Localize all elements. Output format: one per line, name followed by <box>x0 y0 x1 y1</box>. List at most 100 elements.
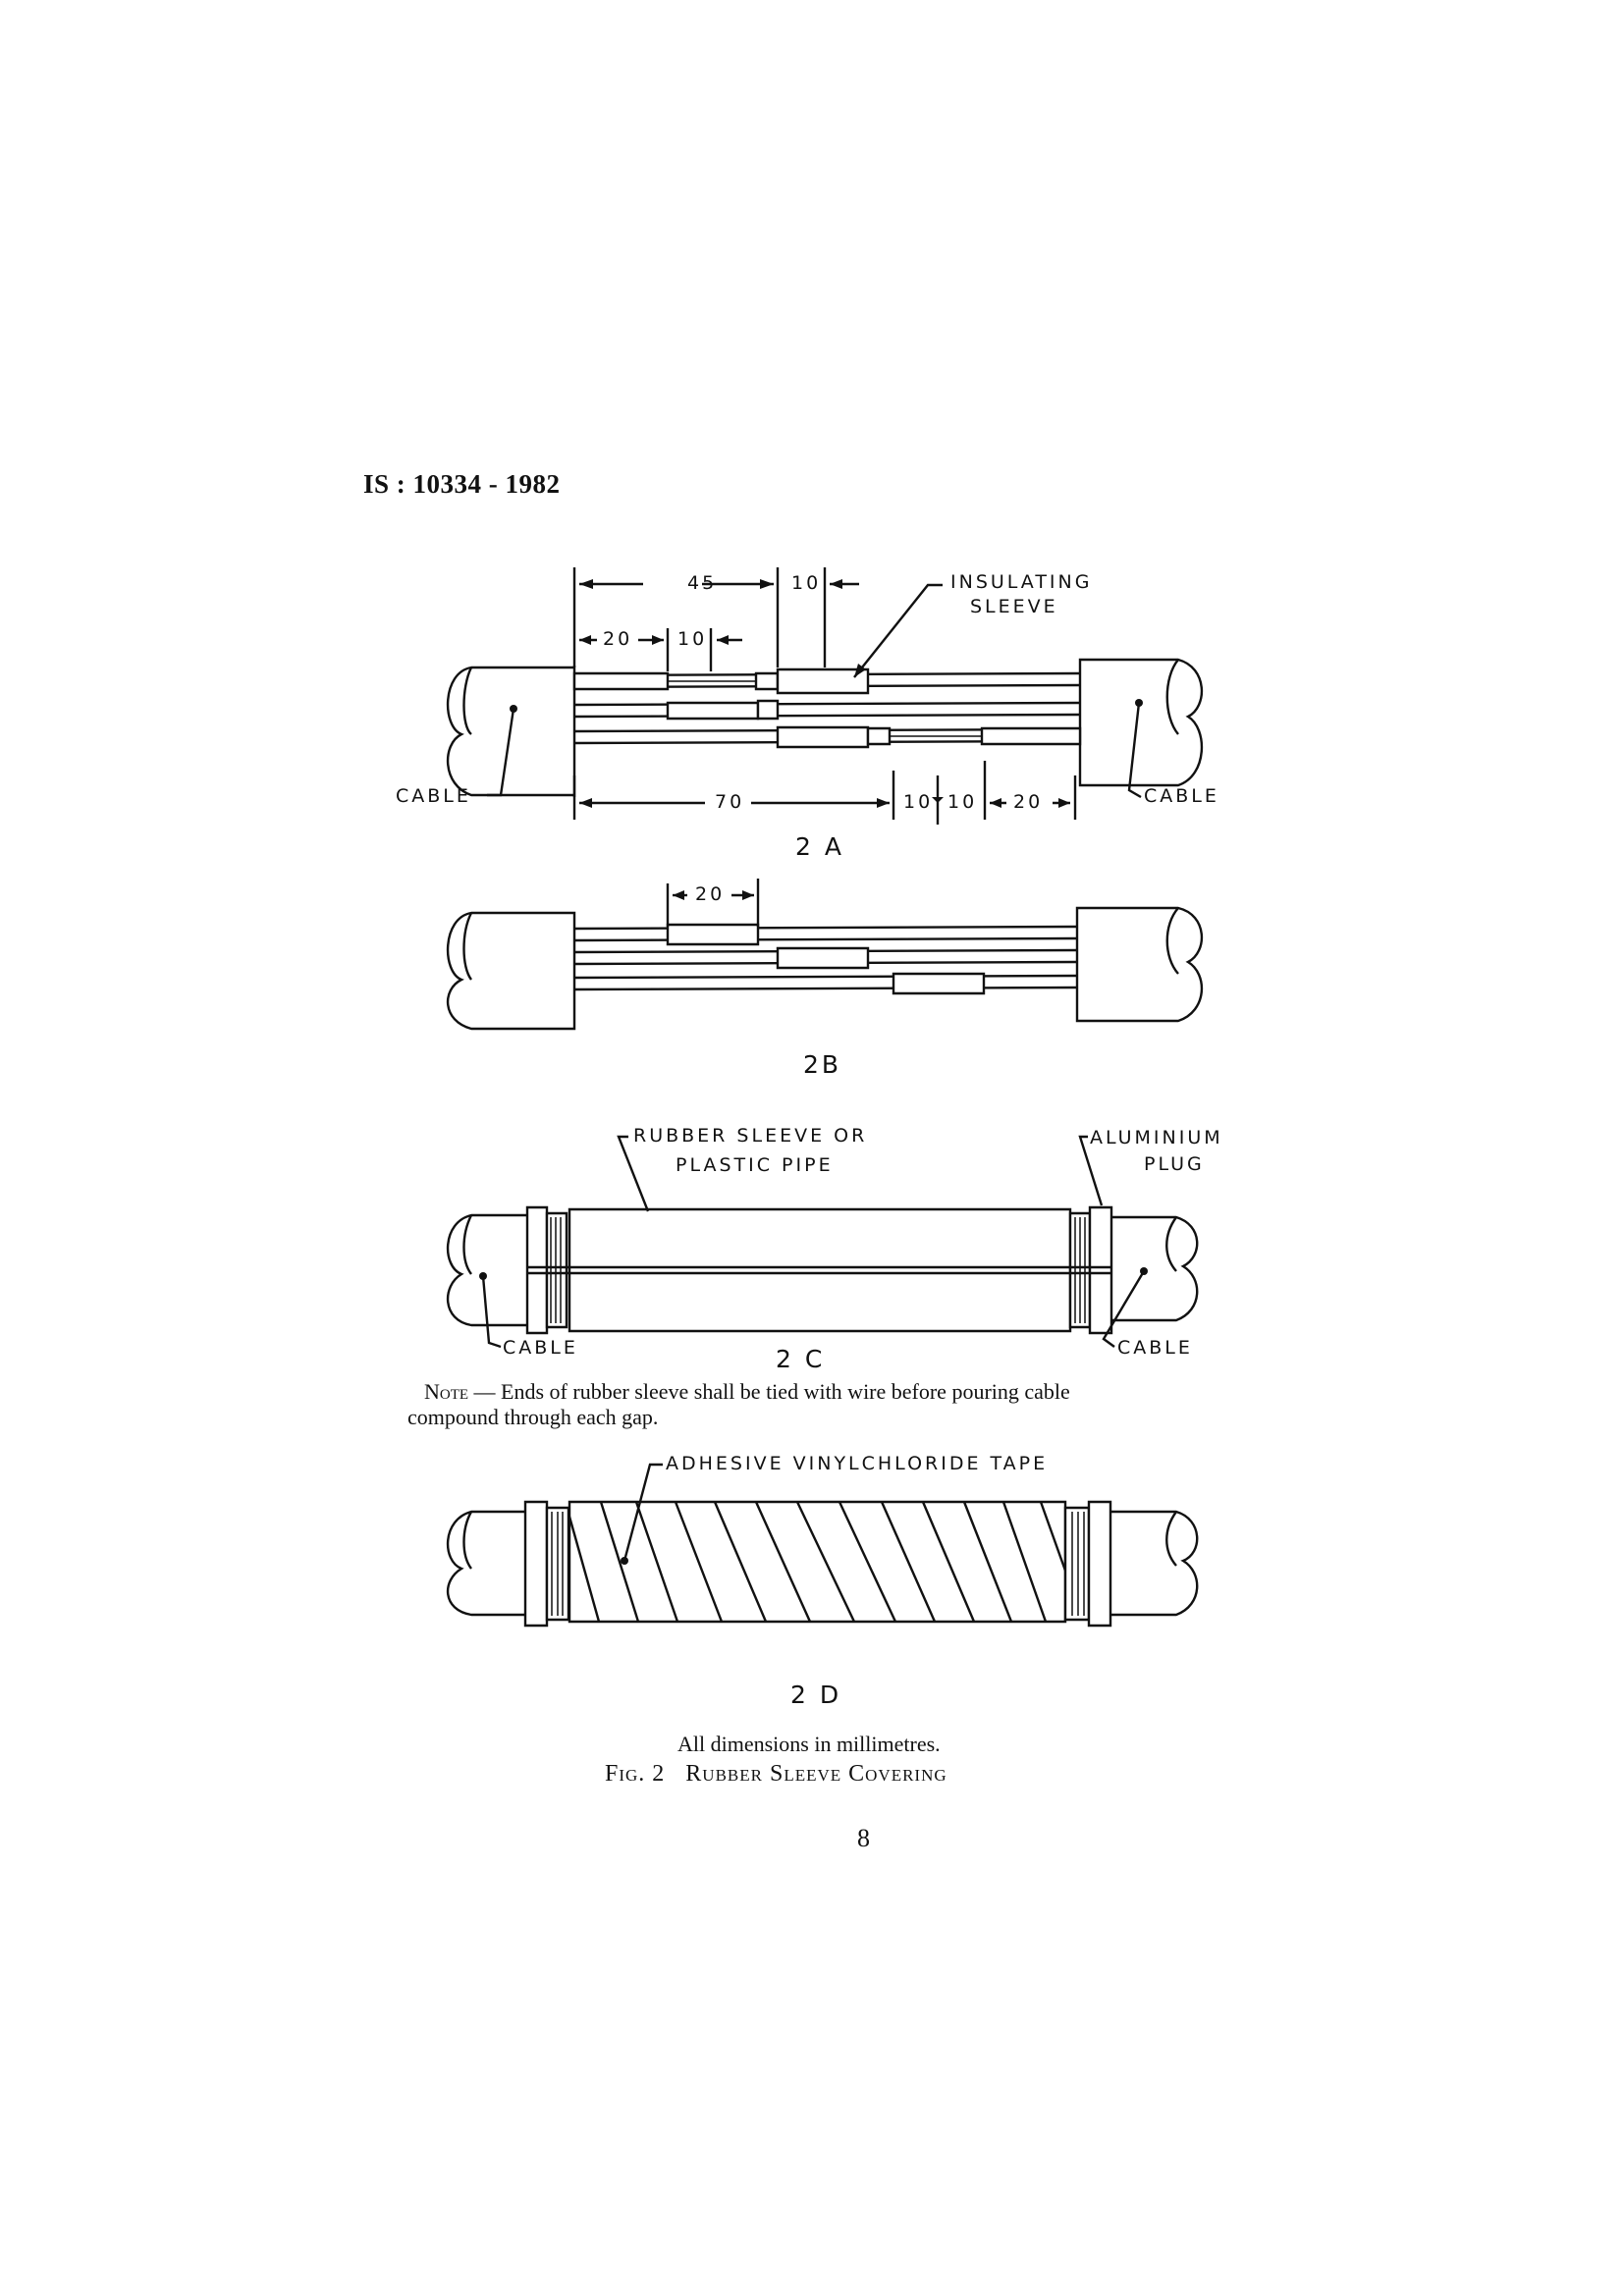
dim-label-10d: 10 <box>947 791 978 813</box>
dim-label-2b-20: 20 <box>695 883 726 905</box>
cable-left-2c-leader <box>483 1276 501 1347</box>
aluminium-plug-leader <box>1080 1137 1102 1205</box>
fig-2c-drawing <box>448 1137 1197 1347</box>
arrow <box>579 798 592 808</box>
wire-2-ferrule <box>758 701 778 719</box>
wire-1-ferrule <box>756 673 778 689</box>
dimensions-note: All dimensions in millimetres. <box>677 1732 941 1756</box>
plug-right-outer <box>1090 1207 1111 1333</box>
document-code: IS : 10334 - 1982 <box>363 469 561 499</box>
sleeve-2b-2 <box>778 948 868 968</box>
cable-left-label: CABLE <box>396 785 471 807</box>
cable-left-2c-label: CABLE <box>503 1337 578 1359</box>
insulating-sleeve-1 <box>778 669 868 693</box>
cable-left-2c <box>448 1215 527 1325</box>
page-number: 8 <box>857 1824 870 1852</box>
fig-2b-caption: 2B <box>803 1050 842 1079</box>
wire-2-insulation <box>668 703 758 719</box>
sleeve-2b-3 <box>893 974 984 993</box>
dim-label-10b: 10 <box>677 628 708 650</box>
wire-2b-1b <box>574 938 1077 940</box>
insulating-sleeve-3 <box>778 727 868 747</box>
aluminium-plug-label-2: PLUG <box>1144 1153 1205 1175</box>
cable-right-break-2b <box>1167 908 1178 974</box>
taped-sleeve <box>569 1502 1065 1622</box>
fig-2a-caption: 2 A <box>795 832 844 861</box>
cable-right-break-2c <box>1166 1217 1176 1271</box>
plug-left-outer <box>527 1207 547 1333</box>
tape-spiral <box>569 1502 1065 1622</box>
cable-right-2c-leader <box>1104 1271 1144 1347</box>
tape-label: ADHESIVE VINYLCHLORIDE TAPE <box>666 1453 1049 1474</box>
note-label: Note <box>424 1379 469 1404</box>
dim-label-10a: 10 <box>791 572 822 594</box>
cable-right-2c <box>1111 1217 1197 1320</box>
plug-right-2d <box>1089 1502 1110 1626</box>
arrow <box>760 579 774 589</box>
arrow <box>717 635 729 645</box>
cable-left-break-2d <box>464 1512 472 1569</box>
fig-2d-drawing <box>448 1465 1197 1626</box>
cable-right-label: CABLE <box>1144 785 1219 807</box>
cable-left-leader <box>487 709 514 795</box>
plug-left-inner <box>547 1213 567 1327</box>
arrow <box>877 798 890 808</box>
aluminium-plug-label-1: ALUMINIUM <box>1090 1127 1223 1148</box>
figure-caption: Fig. 2 Rubber Sleeve Covering <box>605 1761 947 1788</box>
cable-left-body <box>448 667 574 795</box>
dim-label-20b: 20 <box>1013 791 1044 813</box>
insulating-sleeve-label-2: SLEEVE <box>970 596 1058 617</box>
note-text-1: — Ends of rubber sleeve shall be tied wi… <box>473 1379 1070 1404</box>
note-line-2: compound through each gap. <box>407 1405 659 1429</box>
wire-2b-3a <box>574 976 1077 978</box>
figure-title: Rubber Sleeve Covering <box>685 1761 947 1787</box>
dim-label-45: 45 <box>687 572 718 594</box>
cable-right-2c-label: CABLE <box>1117 1337 1193 1359</box>
arrow <box>932 797 944 803</box>
figure-number: Fig. 2 <box>605 1761 666 1787</box>
note-line-1: Note — Ends of rubber sleeve shall be ti… <box>424 1379 1070 1405</box>
plug-left-2d <box>525 1502 547 1626</box>
dim-label-20: 20 <box>603 628 633 650</box>
arrow <box>579 579 593 589</box>
arrow <box>830 579 842 589</box>
rubber-sleeve-label-2: PLASTIC PIPE <box>676 1154 834 1176</box>
rubber-sleeve <box>569 1209 1070 1331</box>
cable-right-leader <box>1129 703 1141 797</box>
arrow <box>990 798 1001 808</box>
wire-2-bot <box>574 715 1080 717</box>
wire-3-ferrule <box>868 728 890 744</box>
insulating-sleeve-label-1: INSULATING <box>950 571 1093 593</box>
dim-label-10c: 10 <box>903 791 934 813</box>
rubber-sleeve-label-1: RUBBER SLEEVE OR <box>633 1125 868 1147</box>
wire-2b-1a <box>574 927 1077 929</box>
cable-right-body <box>1080 660 1202 785</box>
cable-left-body-2b <box>448 913 574 1029</box>
wire-2-top <box>574 703 1080 705</box>
tape-leader-dot <box>621 1557 628 1565</box>
wire-1-insulation <box>574 673 668 689</box>
arrow <box>652 635 664 645</box>
arrow <box>1058 798 1070 808</box>
cable-left-break <box>464 667 472 734</box>
wire-2b-3b <box>574 988 1077 989</box>
fig-2c-caption: 2 C <box>776 1345 826 1373</box>
wire-3-insulation <box>982 728 1080 744</box>
insulating-sleeve-leader <box>854 585 943 677</box>
dim-label-70: 70 <box>715 791 745 813</box>
cable-right-body-2b <box>1077 908 1202 1021</box>
fig-2b-drawing <box>448 879 1202 1029</box>
arrow <box>673 890 684 900</box>
arrow <box>579 635 591 645</box>
plug-right-inner-2d <box>1065 1508 1089 1620</box>
fig-2d-caption: 2 D <box>790 1681 842 1709</box>
fig-2a-drawing <box>448 567 1202 825</box>
cable-left-break-2b <box>464 913 472 980</box>
tape-leader <box>624 1465 663 1561</box>
rubber-sleeve-leader <box>619 1137 648 1211</box>
cable-left-2d <box>448 1512 525 1615</box>
sleeve-2b-1 <box>668 925 758 944</box>
cable-right-2d <box>1110 1512 1197 1615</box>
cable-right-break <box>1167 660 1178 734</box>
